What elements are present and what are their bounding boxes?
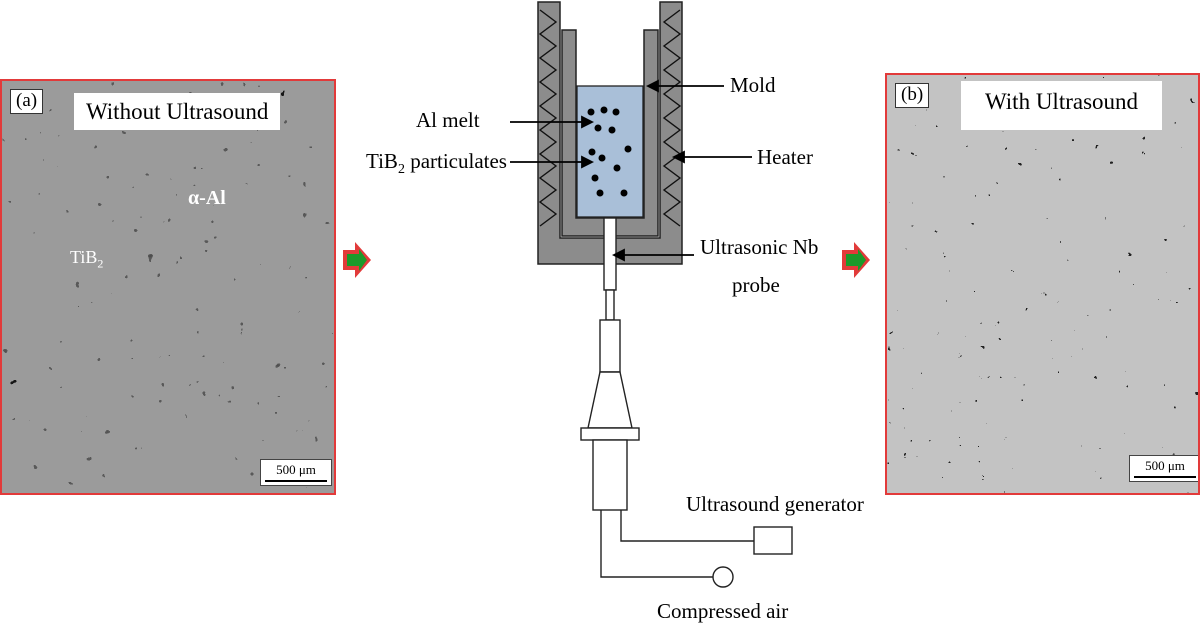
probe-label-line2: probe	[732, 273, 780, 297]
connection-lines	[600, 510, 754, 578]
probe-label-line1: Ultrasonic Nb	[700, 235, 819, 259]
compressed-air-label: Compressed air	[657, 599, 789, 623]
compressed-air-source	[712, 566, 734, 588]
mold	[561, 29, 659, 237]
scale-bar-b: 500 μm	[1129, 455, 1198, 482]
heater-wall	[537, 1, 683, 265]
al-melt	[576, 85, 644, 218]
scale-bar-a: 500 μm	[260, 459, 332, 486]
mold-label: Mold	[730, 73, 776, 97]
callout-arrows	[510, 79, 752, 262]
micrograph-a-texture	[2, 81, 334, 493]
ultrasound-generator-label: Ultrasound generator	[686, 492, 864, 516]
micrograph-b-texture	[887, 75, 1198, 493]
ultrasound-generator-box	[753, 526, 793, 555]
micrograph-without-ultrasound: (a) Without Ultrasound α-Al TiB2 500 μm	[0, 79, 336, 495]
right-arrow-icon	[343, 242, 371, 278]
panel-a-letter: (a)	[10, 89, 44, 114]
alpha-al-label: α-Al	[188, 187, 226, 209]
tib2-particulates-label: TiB2 particulates	[366, 149, 507, 178]
micrograph-with-ultrasound: (b) With Ultrasound 500 μm	[885, 73, 1200, 495]
panel-a-caption: Without Ultrasound	[74, 93, 281, 131]
tib2-particles	[587, 106, 632, 197]
panel-b-letter: (b)	[895, 83, 930, 108]
al-melt-label: Al melt	[416, 108, 480, 132]
tib2-label: TiB2	[70, 247, 104, 271]
panel-b-caption: With Ultrasound	[961, 81, 1163, 131]
nb-probe	[580, 217, 640, 511]
right-arrow-icon	[842, 242, 870, 278]
heater-label: Heater	[757, 145, 813, 169]
